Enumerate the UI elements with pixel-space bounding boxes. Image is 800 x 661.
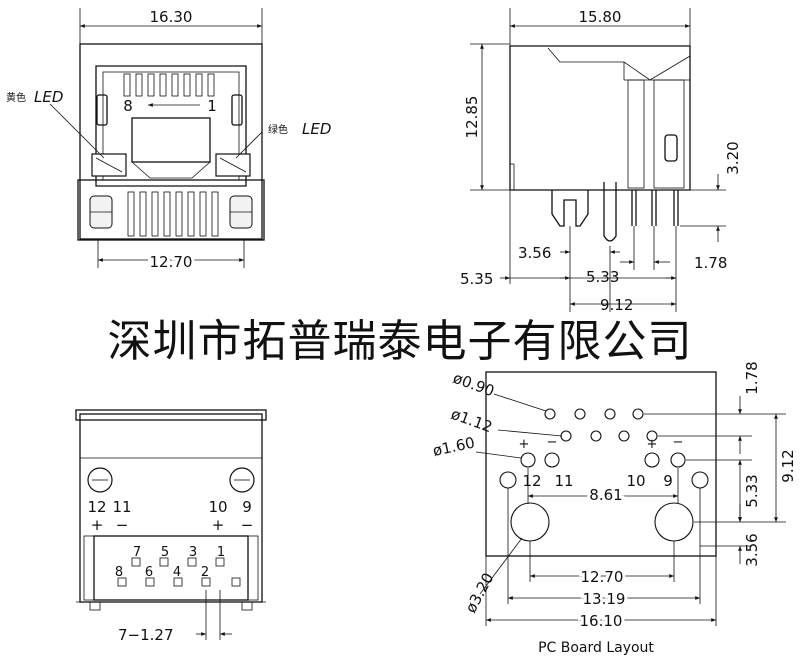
pcb-pin-12: 12 — [522, 472, 541, 490]
rear-minus-left: − — [116, 516, 129, 534]
contact-slots — [123, 73, 215, 97]
pcb-minus-left: − — [547, 435, 558, 450]
pcb-outline — [485, 371, 717, 557]
side-view: 15.80 12.85 3.20 — [460, 8, 742, 314]
rear-pin-8: 8 — [115, 565, 123, 580]
pcb-plus-left: + — [519, 437, 530, 452]
side-dim-178: 1.78 — [694, 254, 727, 272]
rear-pin-grid — [117, 557, 241, 587]
rear-pin-12: 12 — [87, 498, 106, 516]
pcb-dim-356: 3.56 — [743, 533, 761, 566]
rear-pin-5: 5 — [161, 545, 169, 560]
rear-plus-left: + — [91, 516, 104, 534]
side-dim-356: 3.56 — [518, 244, 551, 262]
rear-pin-2: 2 — [201, 565, 209, 580]
rear-pin-11: 11 — [112, 498, 131, 516]
pcb-pin-11: 11 — [554, 472, 573, 490]
rear-pin-3: 3 — [189, 545, 197, 560]
side-height-dim: 12.85 — [463, 96, 481, 139]
pcb-shield-hole-right — [691, 471, 709, 489]
rear-pin-10: 10 — [208, 498, 227, 516]
rear-pin-4: 4 — [173, 565, 181, 580]
hole-320-label: ø3.20 — [462, 570, 498, 616]
hole-160-label: ø1.60 — [431, 433, 476, 459]
rear-view: 12 11 10 9 + − + − 7 5 3 1 8 6 4 2 — [75, 409, 267, 644]
pcb-dim-533: 5.33 — [743, 474, 761, 507]
rear-pin-7: 7 — [133, 545, 141, 560]
pcb-dim-1610: 16.10 — [580, 612, 623, 630]
led-yellow-cn-label: 黄色 — [6, 91, 26, 104]
front-bottom-width-dim: 12.70 — [150, 253, 193, 271]
rear-minus-right: − — [241, 516, 254, 534]
rear-plus-right: + — [212, 516, 225, 534]
led-green-cn-label: 绿色 — [268, 123, 288, 136]
led-green-label: LED — [302, 120, 331, 138]
pcb-post-hole-right — [654, 502, 694, 542]
pcb-dim-178: 1.78 — [743, 361, 761, 394]
rear-pin-6: 6 — [145, 565, 153, 580]
pcb-dim-1319: 13.19 — [583, 590, 626, 608]
side-dim-912: 9.12 — [600, 296, 633, 314]
pcb-post-hole-left — [510, 502, 550, 542]
side-dim-535: 5.35 — [460, 270, 493, 288]
front-view: 16.30 8 1 黄 — [6, 8, 331, 274]
side-pin-length-dim: 3.20 — [724, 141, 742, 174]
led-yellow-label: LED — [34, 88, 63, 106]
pcb-dim-1270: 12.70 — [581, 568, 624, 586]
rear-pitch-dim: 7−1.27 — [118, 626, 174, 644]
hole-090-label: ø0.90 — [451, 369, 497, 400]
company-watermark: 深圳市拓普瑞泰电子有限公司 — [108, 316, 693, 367]
pcb-pin-10: 10 — [626, 472, 645, 490]
front-width-dim: 16.30 — [150, 8, 193, 26]
bottom-fins — [127, 191, 219, 237]
pcb-led-holes — [520, 452, 686, 468]
pcb-layout: ø0.90 ø1.12 ø1.60 ø3.20 12 11 10 9 + − +… — [431, 361, 797, 656]
pcb-pin-9: 9 — [663, 472, 673, 490]
front-pin-8-label: 8 — [123, 97, 133, 115]
pcb-plus-right: + — [647, 437, 658, 452]
side-depth-dim: 15.80 — [579, 8, 622, 26]
hole-112-label: ø1.12 — [449, 405, 495, 436]
pcb-shield-hole-left — [499, 471, 517, 489]
side-dim-533: 5.33 — [586, 268, 619, 286]
rear-pin-9: 9 — [242, 498, 252, 516]
pcb-dim-861: 8.61 — [589, 486, 622, 504]
front-pin-1-label: 1 — [207, 97, 217, 115]
pcb-dim-912: 9.12 — [779, 449, 797, 482]
pcb-minus-right: − — [673, 435, 684, 450]
pcb-layout-caption: PC Board Layout — [538, 640, 654, 656]
rear-pin-1: 1 — [217, 545, 225, 560]
